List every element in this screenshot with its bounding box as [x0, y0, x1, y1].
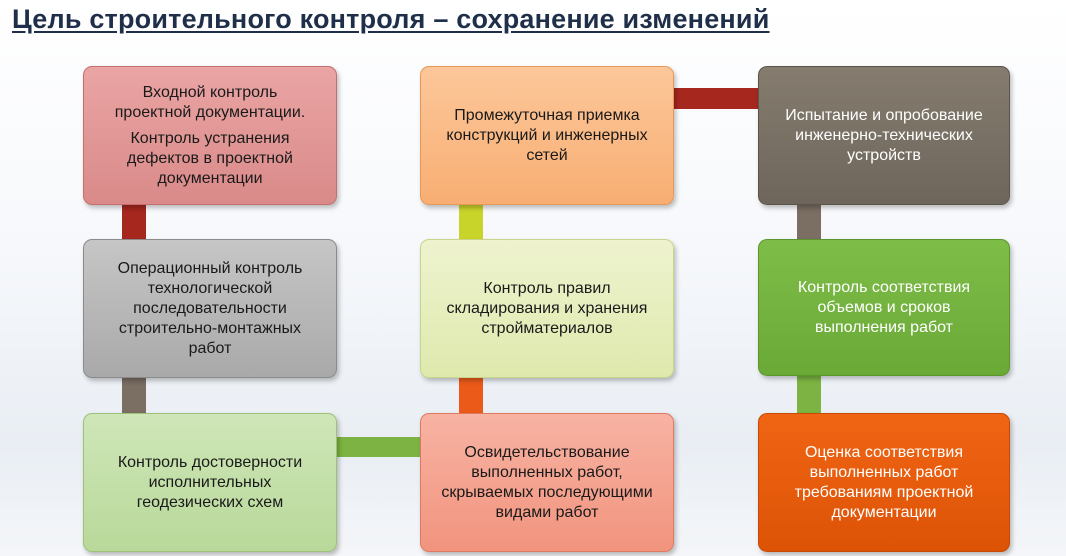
box-text-line: строительно-монтажных [118, 319, 302, 337]
box-text-line: скрываемых последующими [441, 483, 653, 501]
connector-input-to-operational [122, 200, 146, 244]
box-text-line: инженерно-технических [795, 126, 973, 144]
box-text-line: Контроль достоверности [117, 453, 303, 471]
box-text-line: Контроль устранения [130, 129, 290, 147]
box-text-line: Промежуточная приемка [454, 106, 640, 124]
box-text-line: конструкций и инженерных [446, 126, 648, 144]
box-text-line: Входной контроль [142, 83, 278, 101]
box-text-line: документации [831, 503, 937, 521]
box-text-line: требованиям проектной [794, 483, 974, 501]
box-text-line: стройматериалов [481, 319, 613, 337]
box-text-line: последовательности [133, 299, 287, 317]
box-text-line: видами работ [495, 503, 599, 521]
box-text-line: объемов и сроков [817, 298, 951, 316]
box-text-line: устройств [847, 146, 921, 164]
page-title: Цель строительного контроля – сохранение… [12, 4, 770, 34]
box-text-line: выполнения работ [815, 318, 953, 336]
box-text-line: сетей [526, 146, 568, 164]
operational-control-box: Операционный контроль технологической по… [83, 239, 337, 378]
connector-volume-to-assessment [797, 371, 821, 418]
box-text-line: Операционный контроль [117, 259, 303, 277]
connector-intermediate-to-testing [669, 88, 763, 109]
box-text-line: Контроль соответствия [797, 278, 971, 296]
work-certification-box: Освидетельствование выполненных работ, с… [420, 413, 674, 552]
box-text-line: Контроль правил [483, 279, 611, 297]
geodetic-control-box: Контроль достоверности исполнительных ге… [83, 413, 337, 552]
box-text-line: Освидетельствование [464, 443, 630, 461]
box-text-line: проектной документации. [114, 103, 306, 121]
box-text-line: работ [188, 339, 232, 357]
intermediate-acceptance-box: Промежуточная приемка конструкций и инже… [420, 66, 674, 205]
storage-control-box: Контроль правил складирования и хранения… [420, 239, 674, 378]
box-text-line: Оценка соответствия [804, 443, 964, 461]
connector-geodetic-to-certification [332, 437, 425, 457]
input-control-box: Входной контроль проектной документации.… [83, 66, 337, 205]
connector-operational-to-geodetic [122, 373, 146, 418]
box-text-line: выполненных работ [809, 463, 959, 481]
box-text-line: дефектов в проектной [127, 149, 293, 167]
volume-control-box: Контроль соответствия объемов и сроков в… [758, 239, 1010, 376]
compliance-assessment-box: Оценка соответствия выполненных работ тр… [758, 413, 1010, 552]
box-text-line: технологической [147, 279, 273, 297]
box-text-line: Испытание и опробование [785, 106, 983, 124]
connector-certification-to-storage [459, 373, 483, 418]
box-text-line: геодезических схем [136, 493, 284, 511]
connector-testing-to-volume [797, 200, 821, 244]
box-text-line: выполненных работ, [471, 463, 623, 481]
box-text-line: документации [157, 169, 263, 187]
box-text-line: исполнительных [148, 473, 272, 491]
box-text-line: складирования и хранения [446, 299, 648, 317]
device-testing-box: Испытание и опробование инженерно-технич… [758, 66, 1010, 205]
connector-storage-to-intermediate [459, 200, 483, 244]
